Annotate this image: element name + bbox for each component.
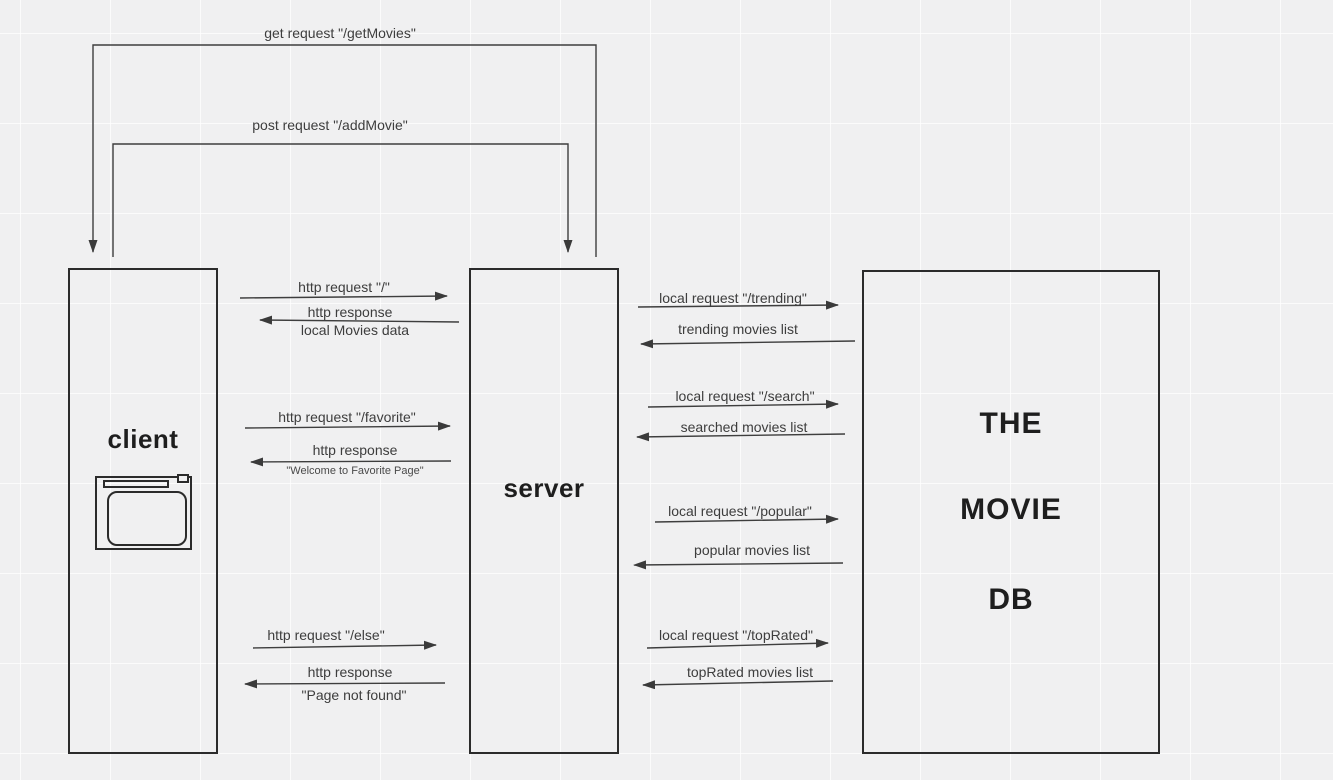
root-response-label: http response [307, 304, 393, 320]
get-movies-arrow [88, 44, 597, 257]
popular-request-label: local request "/popular" [668, 503, 812, 519]
else-response-detail: "Page not found" [301, 687, 407, 703]
else-request-arrow [252, 640, 437, 650]
search-response-arrow [636, 432, 846, 442]
else-response-label: http response [307, 664, 393, 680]
popular-request-arrow [654, 514, 839, 524]
root-request-arrow [239, 291, 448, 301]
add-movie-arrow [112, 143, 573, 257]
favorite-request-arrow [244, 421, 451, 431]
browser-button-shape [177, 474, 189, 483]
client-node: client [68, 268, 218, 754]
browser-window-icon [95, 474, 192, 550]
toprated-request-arrow [646, 638, 829, 649]
favorite-response-label: http response [312, 442, 398, 458]
else-request-label: http request "/else" [267, 627, 385, 643]
toprated-request-label: local request "/topRated" [659, 627, 813, 643]
movie-db-label-line1: THE [979, 407, 1043, 440]
movie-db-label-line3: DB [988, 583, 1034, 616]
favorite-request-label: http request "/favorite" [278, 409, 416, 425]
else-response-arrow [244, 679, 446, 689]
root-request-label: http request "/" [298, 279, 390, 295]
browser-viewport-shape [107, 491, 187, 546]
search-request-label: local request "/search" [675, 388, 815, 404]
search-response-label: searched movies list [680, 419, 808, 435]
movie-db-label-line2: MOVIE [960, 493, 1062, 526]
add-movie-label: post request "/addMovie" [252, 117, 408, 133]
get-movies-label: get request "/getMovies" [264, 25, 416, 41]
trending-response-arrow [640, 339, 856, 349]
server-label: server [503, 473, 585, 503]
movie-db-node: THE MOVIE DB [862, 270, 1160, 754]
popular-response-arrow [633, 560, 844, 570]
server-node: server [469, 268, 619, 754]
popular-response-label: popular movies list [694, 542, 810, 558]
favorite-response-detail: "Welcome to Favorite Page" [286, 465, 424, 477]
trending-request-arrow [637, 300, 839, 310]
root-response-arrow [259, 315, 460, 325]
trending-response-label: trending movies list [678, 321, 798, 337]
toprated-response-label: topRated movies list [686, 664, 814, 680]
toprated-response-arrow [642, 680, 834, 690]
favorite-response-arrow [250, 457, 452, 467]
root-response-detail: local Movies data [300, 322, 410, 338]
browser-addressbar-shape [103, 480, 169, 488]
trending-request-label: local request "/trending" [659, 290, 807, 306]
search-request-arrow [647, 399, 839, 409]
client-label: client [107, 424, 179, 454]
